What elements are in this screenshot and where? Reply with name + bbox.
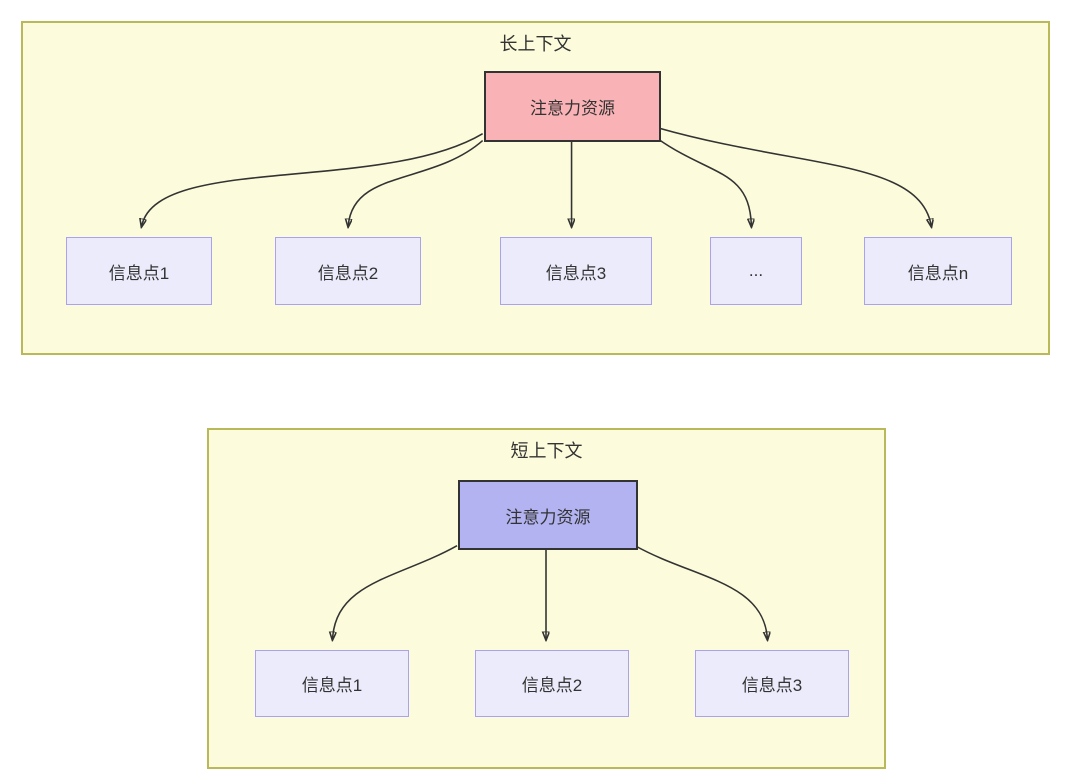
info-node-n-long: 信息点n [864,237,1012,305]
info-node-2-short: 信息点2 [475,650,629,717]
attention-resource-label: 注意力资源 [530,99,615,118]
info-node-label: 信息点3 [741,676,803,695]
info-node-ellipsis-long: ... [710,237,802,305]
info-node-3-short: 信息点3 [695,650,849,717]
edge-arrow-to-infon [657,126,932,226]
info-node-label: 信息点n [907,263,969,283]
attention-resource-node-long: 注意力资源 [484,71,661,142]
info-node-label: 信息点1 [301,676,363,695]
attention-resource-node-short: 注意力资源 [458,480,638,550]
edge-arrow-to-info2 [348,139,484,226]
short-context-edges [209,544,884,767]
long-context-title: 长上下文 [499,34,572,54]
attention-resource-label: 注意力资源 [505,507,591,527]
info-node-label: ... [748,261,764,280]
long-context-edges [23,126,1048,353]
edge-arrow-to-ellipsis [657,137,752,226]
long-context-panel: 长上下文 注意力资源 信息点1 信息点2 信息点3 ... [21,21,1050,355]
info-node-2-long: 信息点2 [275,237,421,305]
info-node-3-long: 信息点3 [500,237,652,305]
info-node-1-long: 信息点1 [66,237,212,305]
info-node-label: 信息点1 [108,263,170,283]
short-context-title: 短上下文 [510,441,583,461]
edge-arrow-to-info1 [333,544,458,639]
info-node-1-short: 信息点1 [255,650,409,717]
short-context-panel: 短上下文 注意力资源 信息点1 信息点2 信息点3 [207,428,886,769]
info-node-label: 信息点2 [521,676,583,695]
edge-arrow-to-info3 [634,544,767,639]
edge-arrow-to-info1 [142,132,484,226]
info-node-label: 信息点3 [545,263,607,283]
info-node-label: 信息点2 [317,263,379,283]
